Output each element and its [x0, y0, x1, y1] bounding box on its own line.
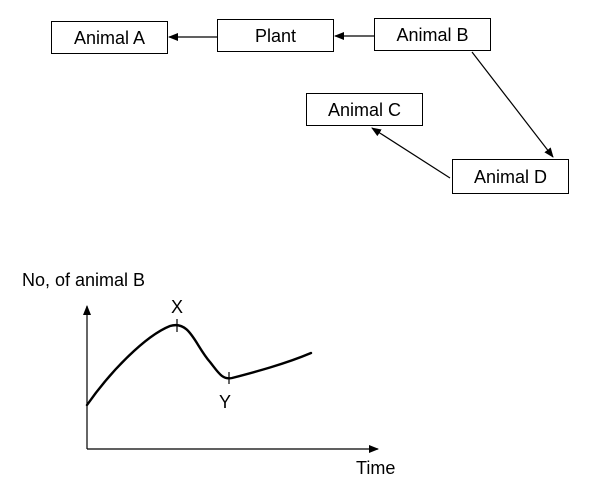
arrow-animal-d-to-animal-c — [371, 127, 451, 179]
node-animal-a-label: Animal A — [73, 27, 146, 48]
arrow-animal-b-to-animal-d — [471, 51, 554, 158]
node-animal-a: Animal A — [51, 21, 168, 54]
node-animal-b: Animal B — [374, 18, 491, 51]
node-animal-d: Animal D — [452, 159, 569, 194]
population-curve — [85, 323, 313, 407]
graph-y-axis-label: No, of animal B — [22, 270, 146, 290]
graph-x-axis-label: Time — [356, 458, 396, 478]
node-animal-c-label: Animal C — [327, 99, 402, 120]
point-y-label: Y — [219, 392, 232, 412]
node-animal-c: Animal C — [306, 93, 423, 126]
node-plant-label: Plant — [254, 25, 297, 46]
node-plant: Plant — [217, 19, 334, 52]
node-animal-b-label: Animal B — [396, 24, 469, 45]
point-x-label: X — [171, 297, 184, 317]
node-animal-d-label: Animal D — [473, 166, 548, 187]
